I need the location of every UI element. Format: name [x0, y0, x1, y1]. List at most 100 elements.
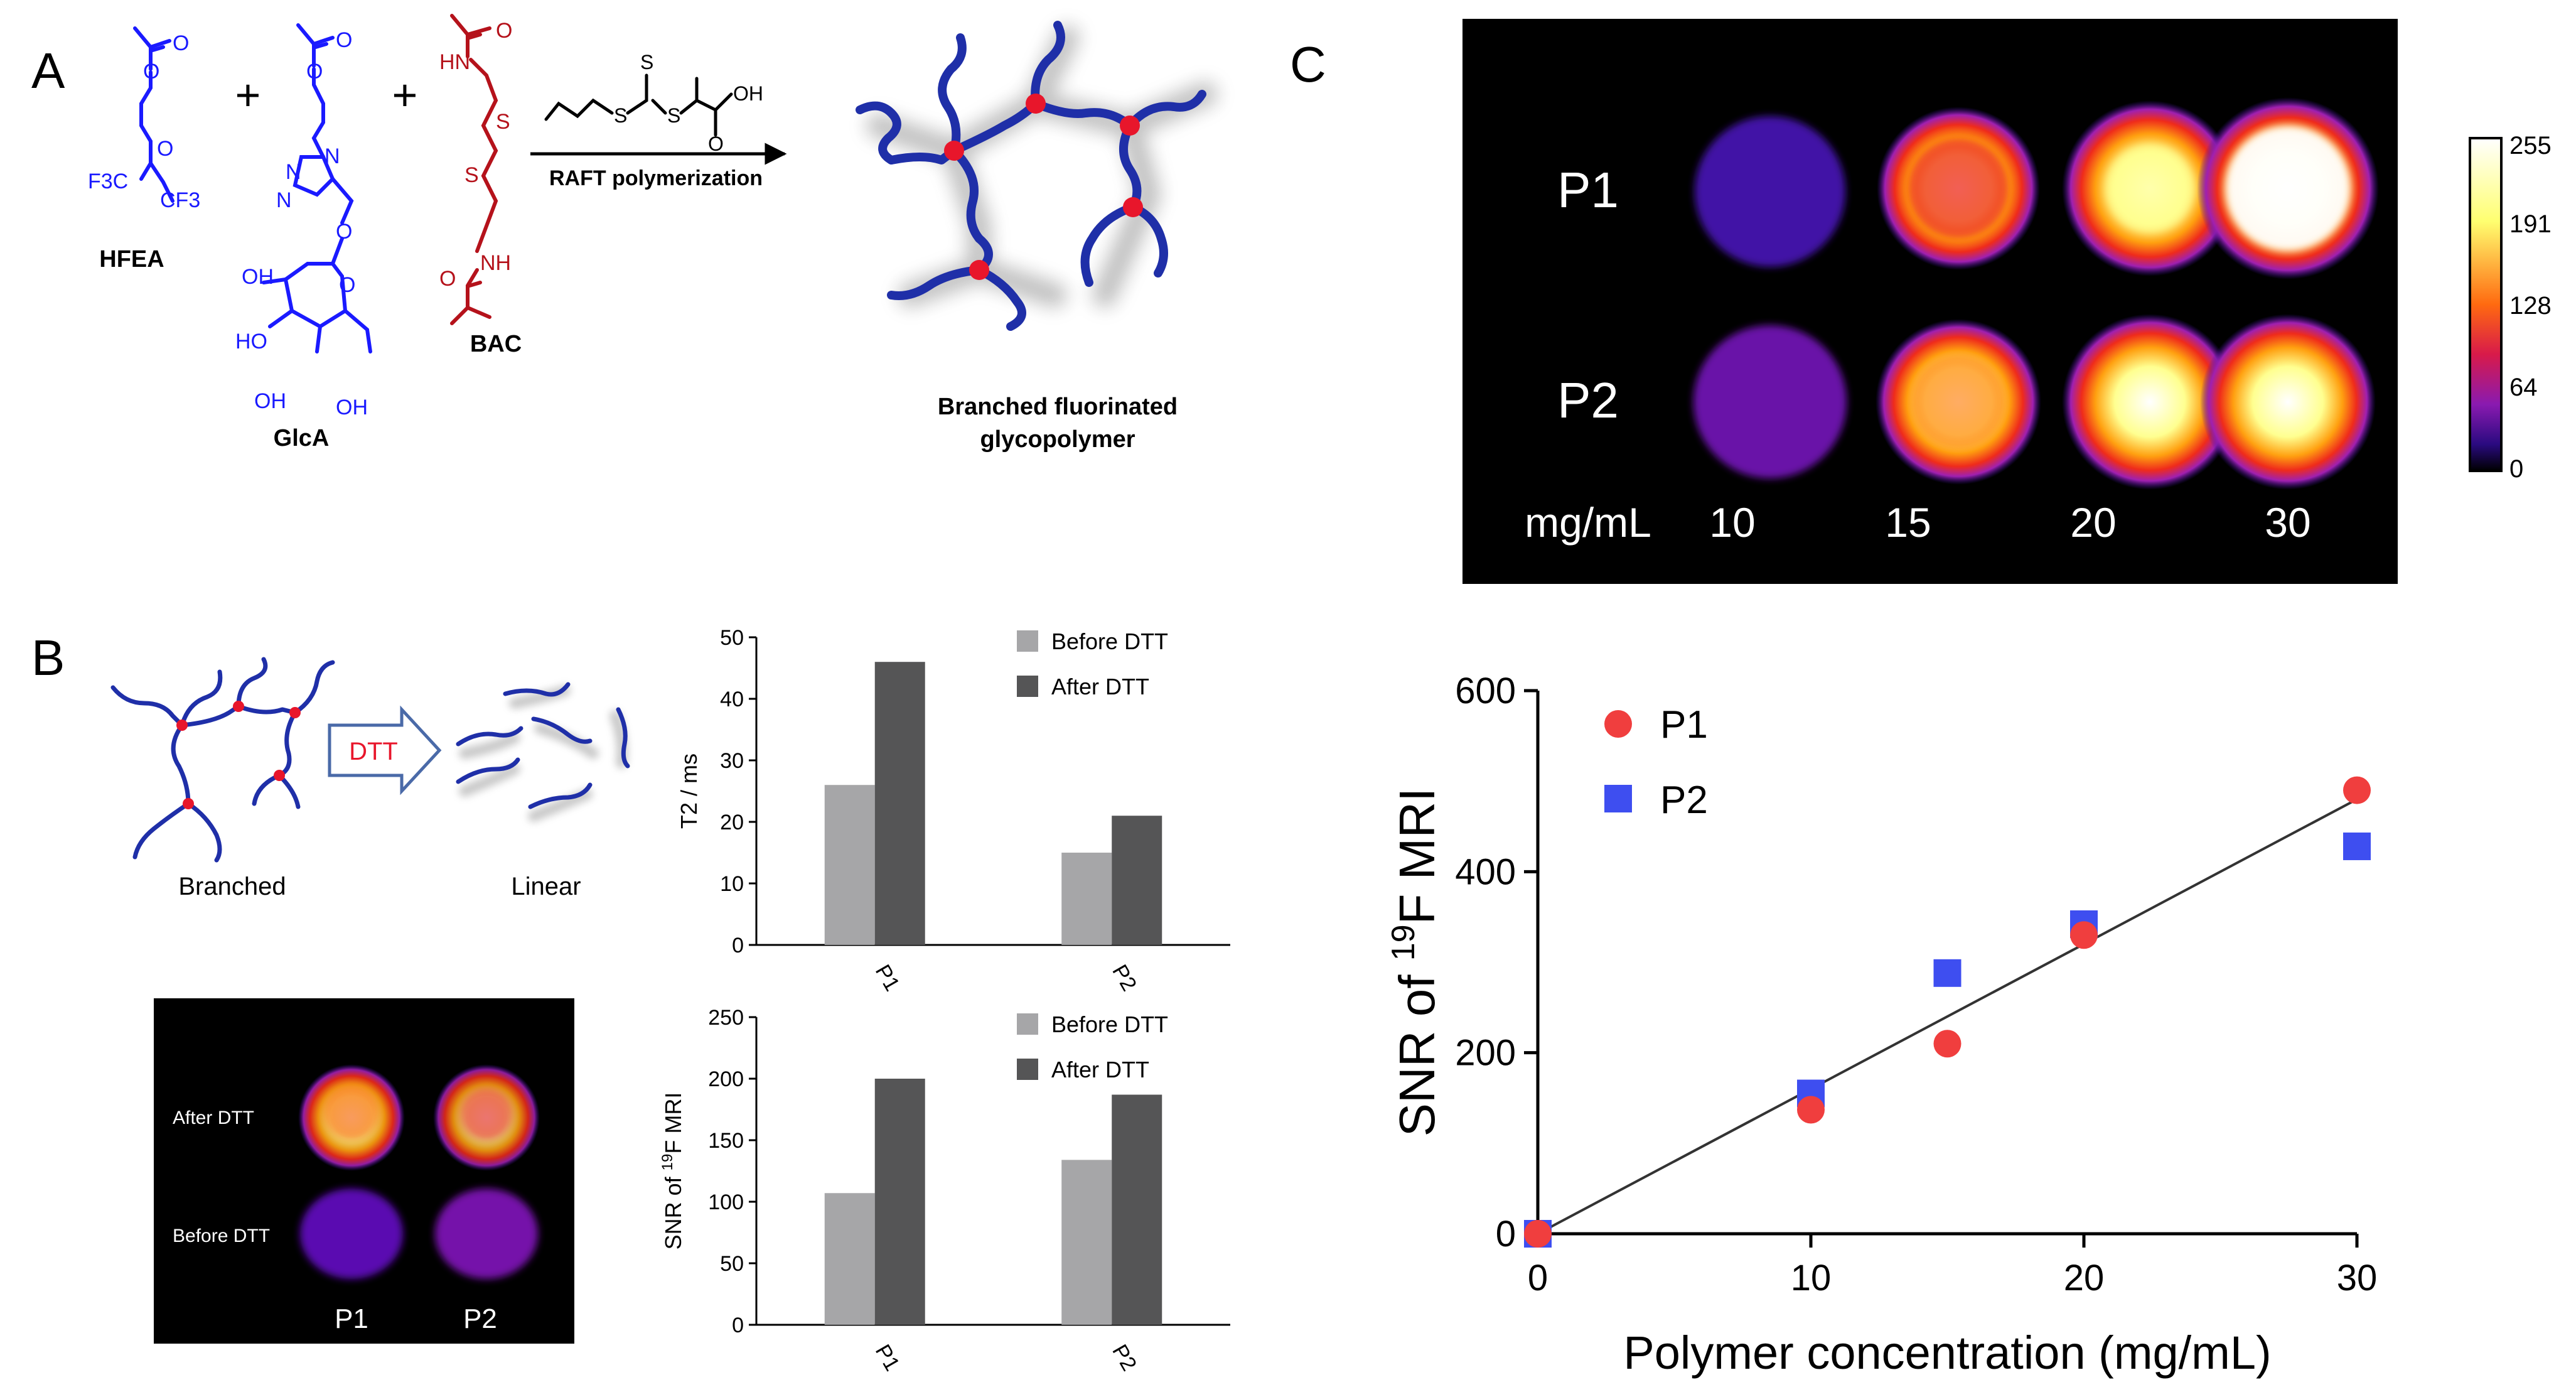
spot-after-p2-core	[460, 1088, 513, 1141]
glca-atom-oh1: OH	[242, 265, 274, 289]
point-p1	[1797, 1096, 1825, 1124]
point-p1	[1524, 1220, 1552, 1248]
y-axis-title: SNR of 19F MRI	[659, 1092, 686, 1250]
y-tick-label: 150	[708, 1129, 744, 1153]
glca-atom-ho: HO	[235, 330, 267, 353]
hfea-structure	[133, 26, 174, 203]
legend-swatch-p1	[1604, 710, 1632, 738]
y-tick-label: 400	[1455, 851, 1516, 892]
mri-image-b-background	[154, 998, 574, 1344]
product-label-line1: Branched fluorinated	[938, 394, 1178, 420]
mri-image-c: P1 P2 mg/mL 10 15 20 30	[1462, 19, 2398, 584]
panel-a-letter: A	[31, 43, 65, 99]
bac-atom-nh: NH	[480, 251, 511, 275]
mri-c-conc-10: 10	[1709, 499, 1755, 546]
bac-atoms: O HN S S NH O	[439, 19, 512, 291]
linear-schematic	[456, 682, 630, 822]
x-tick-label: 0	[1528, 1258, 1548, 1298]
branched-schematic-nodes	[176, 701, 301, 809]
colorbar-gradient	[2469, 137, 2503, 472]
hfea-atom-cf3: CF3	[160, 188, 200, 212]
y-tick-label: 10	[720, 872, 744, 896]
legend-label-p2: P2	[1660, 779, 1708, 822]
x-tick-label: 10	[1791, 1258, 1832, 1298]
panel-b-letter: B	[31, 630, 65, 686]
y-axis-title-main: SNR of	[1389, 961, 1445, 1136]
hfea-atom-o3: O	[157, 137, 173, 161]
bar-p1-before	[824, 1193, 875, 1325]
glca-atom-o3: O	[336, 220, 352, 244]
y-tick-label: 30	[720, 749, 744, 773]
raft-atom-oh: OH	[733, 82, 763, 105]
legend-label-before: Before DTT	[1051, 628, 1168, 654]
raft-polymerization-label: RAFT polymerization	[549, 166, 763, 190]
y-axis-title-end: F MRI	[660, 1092, 686, 1154]
spot-c-p1-20-core	[2106, 144, 2194, 232]
hfea-atom-o1: O	[173, 31, 189, 55]
bac-atom-o1: O	[496, 19, 512, 43]
panel-a: A O O O F3C CF3 HFEA + O O N N	[31, 14, 1218, 453]
point-p1	[2070, 921, 2098, 949]
spot-c-p2-30	[2200, 314, 2376, 490]
raft-agent-structure	[544, 73, 733, 137]
mri-b-col-p2: P2	[463, 1303, 497, 1334]
x-tick-label: P1	[871, 961, 904, 995]
y-tick-label: 50	[720, 626, 744, 650]
y-axis-title-end: F MRI	[1389, 788, 1445, 925]
colorbar-tick-191: 191	[2509, 210, 2552, 238]
point-p1	[1933, 1030, 1962, 1058]
y-tick-label: 40	[720, 688, 744, 711]
point-p1	[2343, 776, 2371, 804]
mri-c-conc-30: 30	[2265, 499, 2310, 546]
spot-c-p1-15-core	[1908, 138, 2009, 239]
raft-atom-s1: S	[614, 104, 627, 127]
spot-before-p2	[435, 1189, 538, 1279]
bar-p1-before	[824, 785, 875, 945]
x-tick-label: P2	[1107, 1340, 1141, 1375]
product-label-line2: glycopolymer	[980, 426, 1135, 453]
plus-sign-2: +	[392, 70, 418, 119]
y-tick-label: 200	[708, 1067, 744, 1091]
mri-c-conc-20: 20	[2070, 499, 2116, 546]
panel-c: C P1 P2 mg/mL 10 15 20 30	[1290, 19, 2552, 1379]
bar-p2-before	[1061, 1160, 1112, 1325]
bar-p2-after	[1112, 1094, 1162, 1325]
colorbar-tick-255: 255	[2509, 132, 2552, 159]
colorbar-tick-0: 0	[2509, 455, 2523, 483]
glca-atom-n3: N	[325, 144, 340, 168]
colorbar: 255 191 128 64 0	[2469, 132, 2552, 483]
spot-c-p1-30-core	[2225, 126, 2351, 251]
y-tick-label: 50	[720, 1252, 744, 1276]
glca-atom-o4: O	[339, 273, 355, 297]
y-axis-title: SNR of 19F MRI	[1385, 788, 1445, 1137]
hfea-atom-o2: O	[143, 60, 159, 84]
colorbar-tick-128: 128	[2509, 292, 2552, 320]
y-tick-label: 0	[1496, 1214, 1516, 1254]
bac-structure	[450, 14, 498, 325]
panel-c-letter: C	[1290, 36, 1326, 92]
y-tick-label: 20	[720, 811, 744, 834]
glca-structure	[262, 23, 372, 353]
mri-image-b: After DTT Before DTT P1 P2	[154, 998, 574, 1344]
panel-b: B Branched DTT	[31, 626, 1230, 1375]
glca-atom-oh2: OH	[254, 389, 286, 413]
bac-atom-s2: S	[464, 163, 479, 187]
glca-atom-oh3: OH	[336, 396, 368, 419]
y-axis-title-sup: 19	[659, 1154, 676, 1171]
point-p2	[2343, 832, 2371, 860]
glca-atom-o2: O	[306, 60, 323, 84]
bar-p1-after	[874, 662, 925, 945]
colorbar-tick-64: 64	[2509, 374, 2538, 401]
legend-swatch-after	[1017, 1059, 1038, 1080]
linear-label: Linear	[511, 873, 581, 900]
bac-atom-s1: S	[496, 110, 510, 134]
bar-p1-after	[874, 1079, 925, 1325]
legend-label-p1: P1	[1660, 703, 1708, 747]
spot-c-p2-15-core	[1911, 355, 2005, 449]
glca-atom-n1: N	[286, 160, 301, 184]
mri-b-row-before: Before DTT	[173, 1226, 270, 1246]
